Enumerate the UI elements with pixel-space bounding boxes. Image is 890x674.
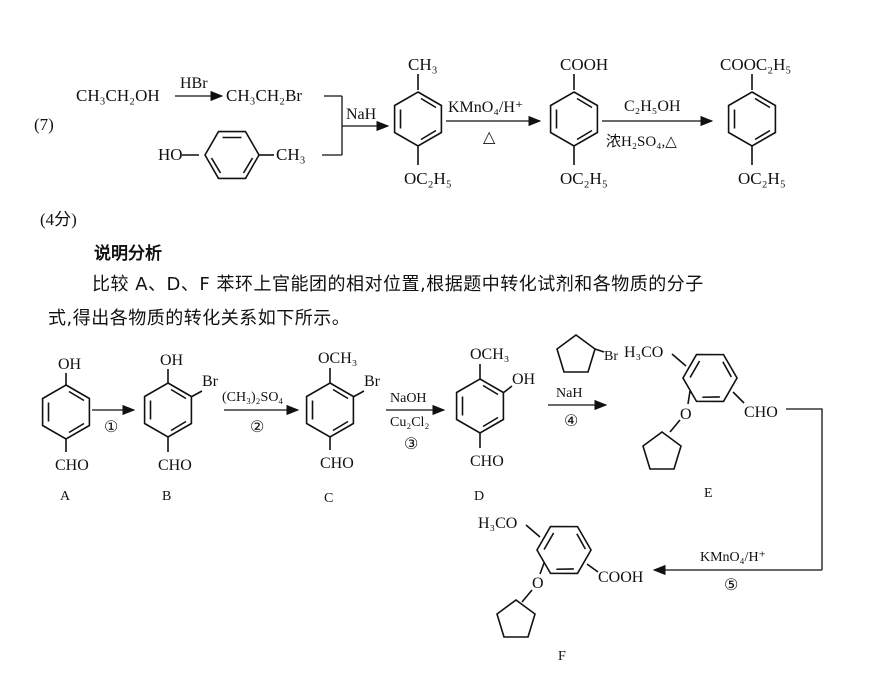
step4-reagent: NaH (556, 386, 582, 401)
f-cyclopentyl (496, 599, 536, 638)
explanation-heading: 说明分析 (94, 243, 162, 263)
f-h3co: H₃CO (478, 515, 517, 532)
c-cho: CHO (320, 455, 354, 472)
ring-d (455, 378, 505, 434)
explanation-line-1: 比较 A、D、F 苯环上官能团的相对位置,根据题中转化试剂和各物质的分子 (92, 274, 704, 295)
step4-br: Br (604, 349, 618, 364)
e-o: O (680, 406, 692, 423)
step2-label: ② (250, 419, 264, 436)
step3-reagent-cu2cl2: Cu₂Cl₂ (390, 415, 429, 430)
step1-label: ① (104, 419, 118, 436)
label-b: B (162, 489, 171, 504)
f-cooh: COOH (598, 569, 644, 586)
connector-e-f (786, 408, 823, 570)
step4-label: ④ (564, 413, 578, 430)
hbr-reagent: HBr (180, 75, 208, 92)
e-h3co: H₃CO (624, 344, 663, 361)
b-br: Br (202, 373, 219, 390)
ester-cooc2h5: COOC₂H₅ (720, 55, 791, 74)
ethanol: CH₃CH₂OH (76, 86, 160, 105)
kmno4-reagent: KMnO₄/H⁺ (448, 99, 523, 116)
b-cho: CHO (158, 457, 192, 474)
h2so4-reagent: 浓H₂SO₄,△ (606, 133, 677, 150)
prod1-oc2h5: OC₂H₅ (404, 169, 452, 188)
cresol-ch3: CH₃ (276, 145, 306, 164)
acid-cooh: COOH (560, 55, 608, 74)
b-oh: OH (160, 352, 184, 369)
step5-reagent: KMnO₄/H⁺ (700, 550, 766, 565)
question-number: (7) (34, 115, 54, 134)
a-cho: CHO (55, 457, 89, 474)
cresol-ring (204, 130, 260, 180)
step3-reagent-naoh: NaOH (390, 391, 427, 406)
acid-oc2h5: OC₂H₅ (560, 169, 608, 188)
step2-reagent: (CH₃)₂SO₄ (222, 390, 283, 405)
label-d: D (474, 489, 484, 504)
c-br: Br (364, 373, 381, 390)
explanation-line-2: 式,得出各物质的转化关系如下所示。 (48, 308, 351, 329)
label-c: C (324, 491, 333, 506)
label-e: E (704, 486, 713, 501)
e-cho: CHO (744, 404, 778, 421)
a-oh: OH (58, 356, 82, 373)
step5-label: ⑤ (724, 577, 738, 594)
label-a: A (60, 489, 71, 504)
step3-label: ③ (404, 436, 418, 453)
heat-1: △ (483, 129, 496, 146)
c-och3: OCH₃ (318, 350, 357, 367)
f-o: O (532, 575, 544, 592)
e-cyclopentyl (642, 431, 682, 470)
ester-oc2h5: OC₂H₅ (738, 169, 786, 188)
ester-ring (727, 91, 777, 147)
prod1-ring (393, 91, 443, 147)
ring-a (41, 384, 91, 440)
cresol-ho: HO (158, 145, 183, 164)
prod1-ch3: CH₃ (408, 55, 438, 74)
d-och3: OCH₃ (470, 346, 509, 363)
label-f: F (558, 649, 566, 664)
d-oh: OH (512, 371, 536, 388)
cyclopentyl-bromide (556, 334, 596, 373)
ring-b (143, 382, 193, 438)
ethanol-reagent: C₂H₅OH (624, 98, 681, 115)
bromoethane: CH₃CH₂Br (226, 86, 302, 105)
acid-ring (549, 91, 599, 147)
nah-reagent: NaH (346, 106, 377, 123)
score: (4分) (40, 210, 77, 229)
ring-c (305, 382, 355, 438)
d-cho: CHO (470, 453, 504, 470)
ring-e (675, 342, 745, 414)
